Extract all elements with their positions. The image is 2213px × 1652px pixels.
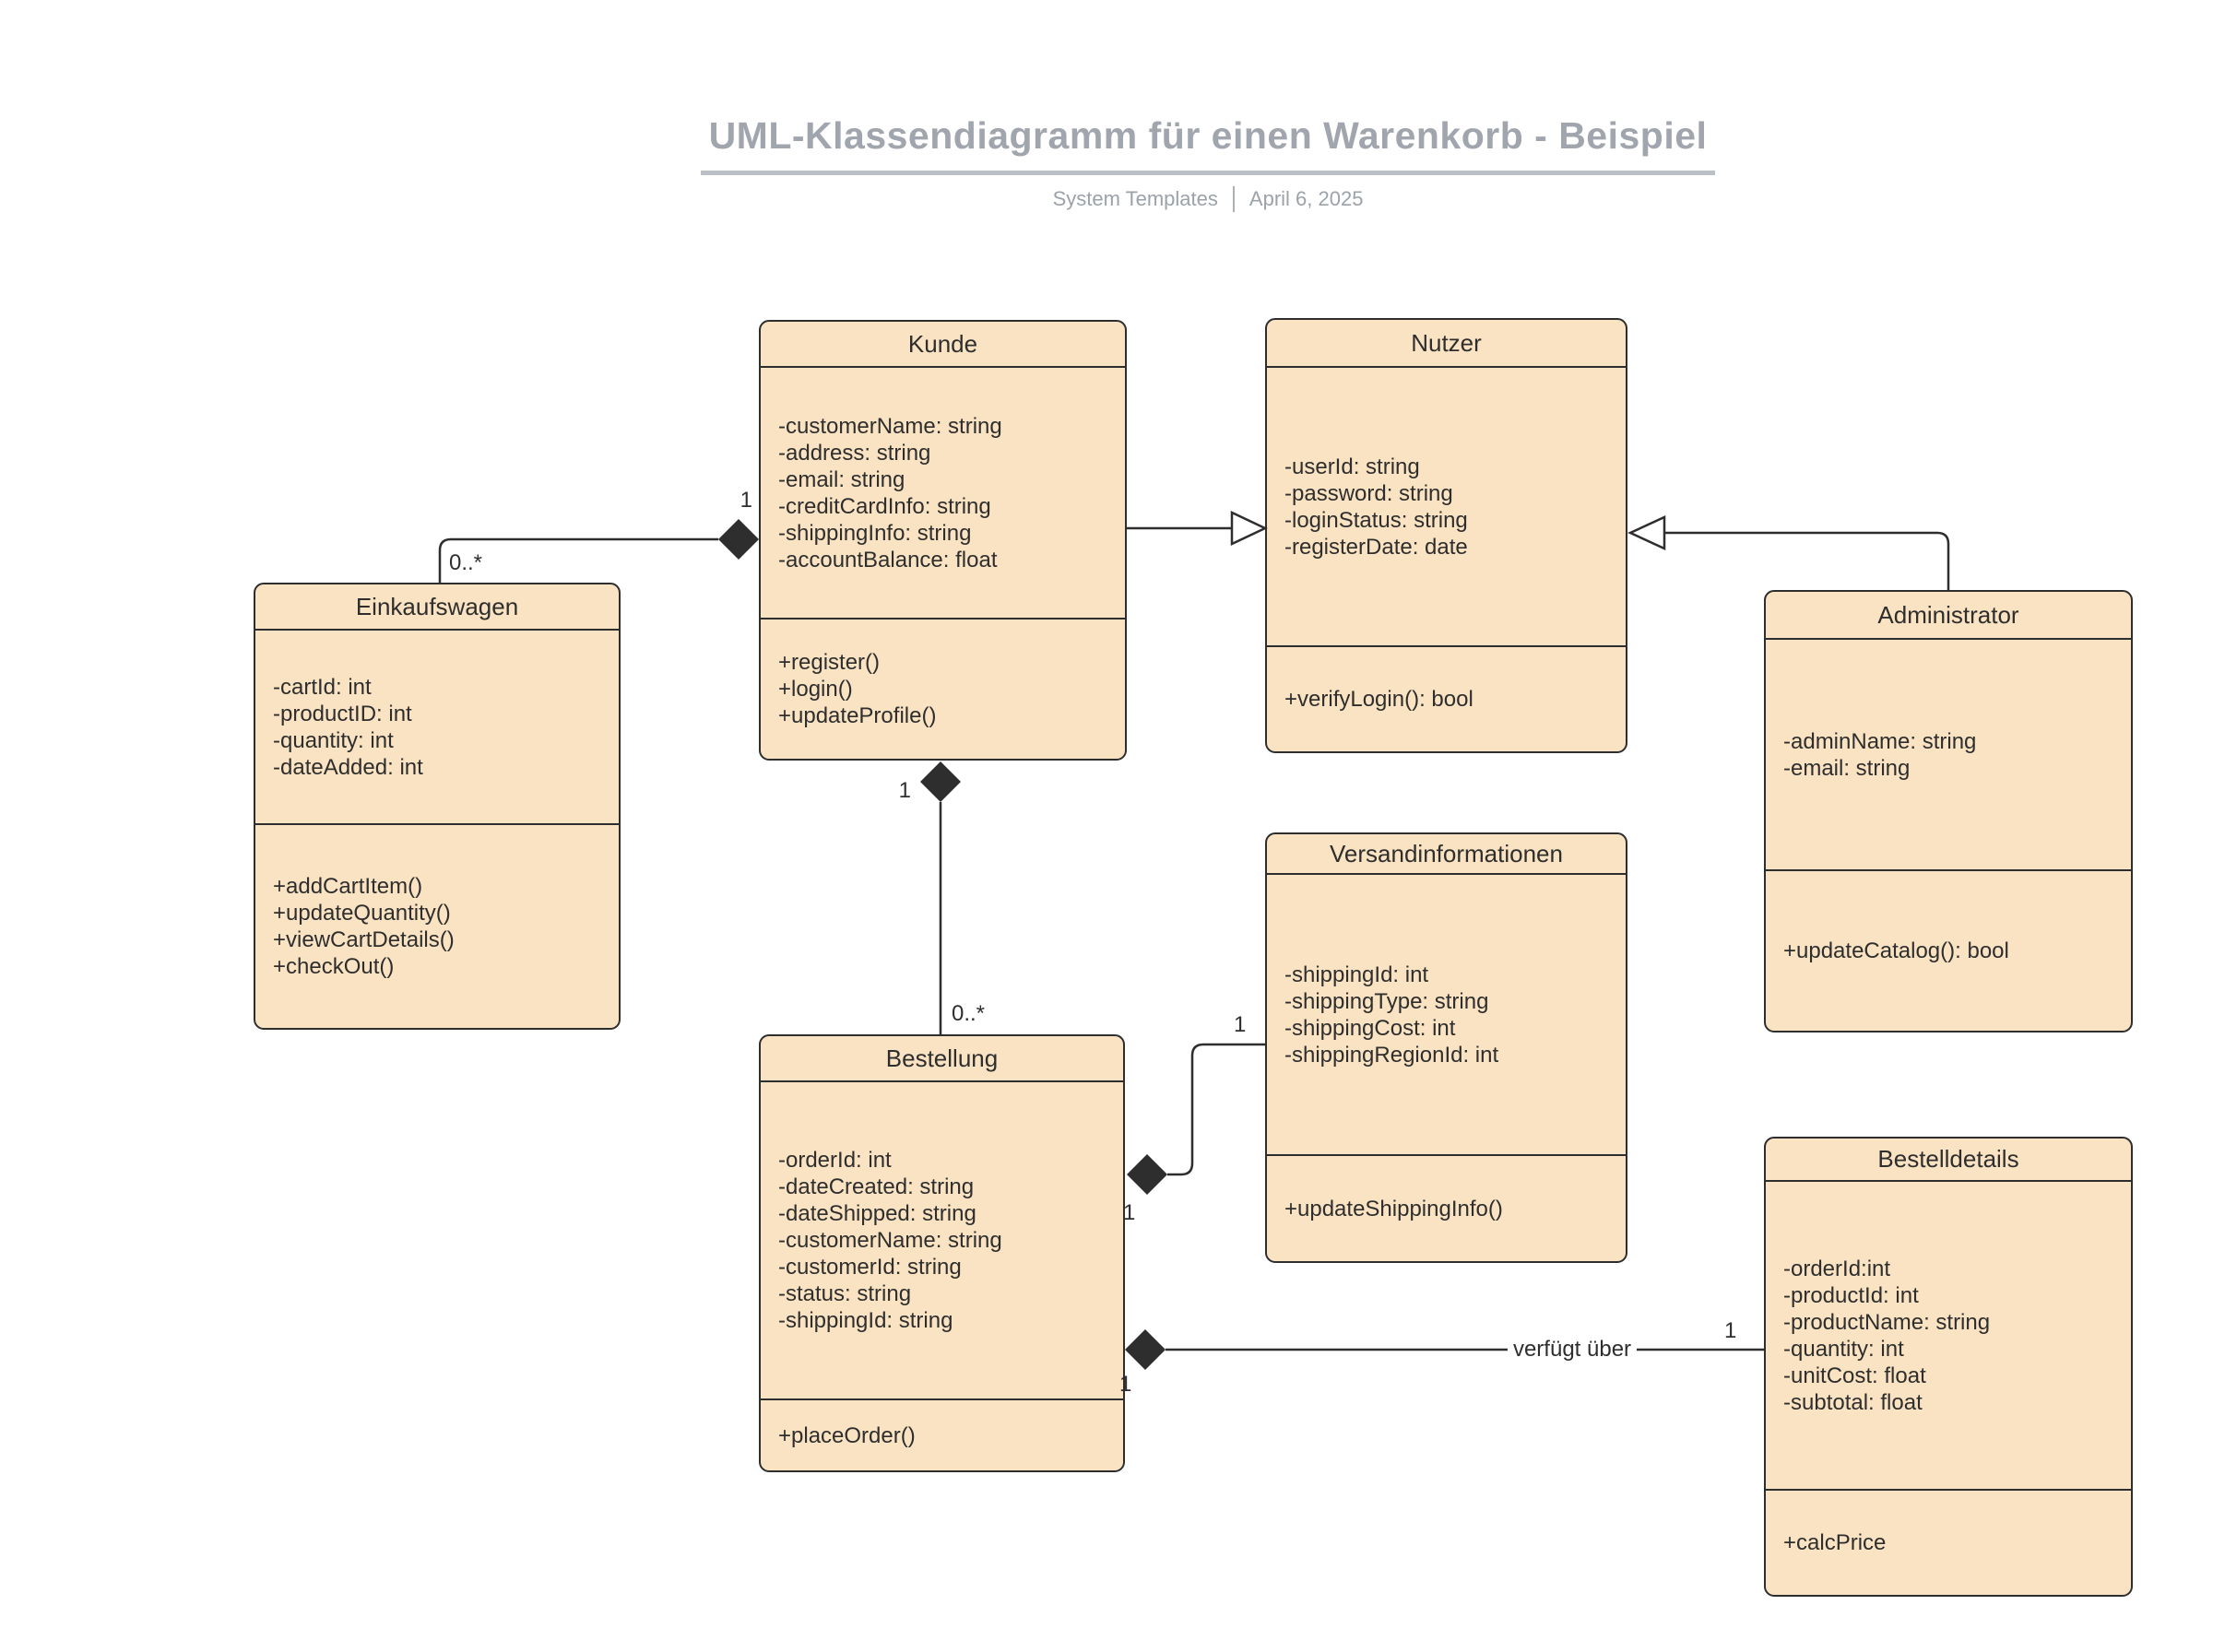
attribute-row: -dateShipped: string (778, 1201, 976, 1226)
multiplicity-label: 1 (1234, 1012, 1247, 1037)
class-attributes-versandinformationen: -shippingId: int-shippingType: string-sh… (1267, 875, 1626, 1156)
generalization-triangle-icon (1627, 515, 1666, 550)
class-title-nutzer: Nutzer (1267, 320, 1626, 368)
subtitle-date: April 6, 2025 (1249, 187, 1364, 210)
class-administrator[interactable]: Administrator-adminName: string-email: s… (1764, 590, 2133, 1032)
attribute-row: -accountBalance: float (778, 547, 998, 572)
method-row: +login() (778, 677, 853, 702)
attribute-row: -shippingRegionId: int (1284, 1042, 1499, 1068)
page-title: UML-Klassendiagramm für einen Warenkorb … (701, 114, 1715, 175)
method-row: +calcPrice (1783, 1530, 1887, 1555)
class-title-versandinformationen: Versandinformationen (1267, 834, 1626, 875)
multiplicity-label: 1 (1123, 1200, 1136, 1225)
edge-administrator-nutzer (1664, 531, 1950, 590)
class-title-bestelldetails: Bestelldetails (1766, 1139, 2131, 1182)
multiplicity-label: 1 (1119, 1372, 1132, 1397)
class-methods-einkaufswagen: +addCartItem()+updateQuantity()+viewCart… (255, 825, 619, 1028)
attribute-row: -customerName: string (778, 413, 1002, 439)
diagram-header: UML-Klassendiagramm für einen Warenkorb … (701, 114, 1715, 212)
class-bestelldetails[interactable]: Bestelldetails-orderId:int-productId: in… (1764, 1137, 2133, 1597)
class-methods-administrator: +updateCatalog(): bool (1766, 871, 2131, 1031)
method-row: +checkOut() (273, 954, 395, 979)
class-nutzer[interactable]: Nutzer-userId: string-password: string-l… (1265, 318, 1627, 753)
attribute-row: -productId: int (1783, 1282, 1919, 1308)
class-title-bestellung: Bestellung (761, 1036, 1123, 1082)
multiplicity-label: 1 (898, 778, 911, 803)
attribute-row: -registerDate: date (1284, 534, 1468, 560)
composition-diamond-icon (920, 761, 961, 802)
class-methods-versandinformationen: +updateShippingInfo() (1267, 1156, 1626, 1261)
method-row: +updateProfile() (778, 703, 937, 728)
attribute-row: -customerName: string (778, 1228, 1002, 1253)
attribute-row: -customerId: string (778, 1255, 962, 1280)
attribute-row: -status: string (778, 1281, 912, 1306)
attribute-row: -orderId: int (778, 1148, 892, 1173)
attribute-row: -productName: string (1783, 1309, 1991, 1335)
method-row: +verifyLogin(): bool (1284, 687, 1473, 712)
attribute-row: -shippingType: string (1284, 988, 1489, 1014)
attribute-row: -email: string (778, 466, 905, 492)
attribute-row: -shippingInfo: string (778, 520, 972, 546)
class-methods-nutzer: +verifyLogin(): bool (1267, 647, 1626, 751)
multiplicity-label: 1 (1724, 1318, 1737, 1343)
class-versandinformationen[interactable]: Versandinformationen-shippingId: int-shi… (1265, 832, 1627, 1263)
association-label: verfügt über (1507, 1335, 1638, 1364)
composition-diamond-icon (1127, 1154, 1167, 1195)
class-attributes-kunde: -customerName: string-address: string-em… (761, 368, 1125, 620)
class-attributes-nutzer: -userId: string-password: string-loginSt… (1267, 368, 1626, 647)
multiplicity-label: 1 (740, 488, 752, 513)
class-bestellung[interactable]: Bestellung-orderId: int-dateCreated: str… (759, 1034, 1125, 1472)
class-title-einkaufswagen: Einkaufswagen (255, 584, 619, 631)
method-row: +addCartItem() (273, 874, 423, 899)
composition-diamond-icon (718, 519, 759, 560)
attribute-row: -quantity: int (273, 727, 394, 753)
attribute-row: -password: string (1284, 480, 1453, 506)
composition-diamond-icon (1125, 1329, 1166, 1370)
attribute-row: -userId: string (1284, 454, 1420, 479)
class-attributes-administrator: -adminName: string-email: string (1766, 640, 2131, 871)
class-einkaufswagen[interactable]: Einkaufswagen-cartId: int-productID: int… (254, 583, 621, 1030)
method-row: +updateQuantity() (273, 901, 451, 926)
attribute-row: -productID: int (273, 701, 412, 726)
class-attributes-bestelldetails: -orderId:int-productId: int-productName:… (1766, 1182, 2131, 1491)
attribute-row: -adminName: string (1783, 728, 1977, 754)
edge-bestellung-versandinformationen (1167, 1043, 1267, 1176)
attribute-row: -orderId:int (1783, 1256, 1891, 1281)
diagram-subtitle: System Templates April 6, 2025 (701, 186, 1715, 212)
method-row: +viewCartDetails() (273, 927, 455, 952)
attribute-row: -address: string (778, 440, 931, 466)
attribute-row: -shippingId: string (778, 1308, 953, 1333)
attribute-row: -email: string (1783, 755, 1911, 781)
attribute-row: -cartId: int (273, 674, 372, 700)
class-methods-bestelldetails: +calcPrice (1766, 1491, 2131, 1595)
subtitle-divider (1232, 186, 1235, 212)
class-attributes-bestellung: -orderId: int-dateCreated: string-dateSh… (761, 1082, 1123, 1400)
class-attributes-einkaufswagen: -cartId: int-productID: int-quantity: in… (255, 631, 619, 825)
method-row: +updateShippingInfo() (1284, 1196, 1503, 1221)
class-methods-bestellung: +placeOrder() (761, 1400, 1123, 1470)
multiplicity-label: 0..* (952, 1001, 986, 1026)
attribute-row: -dateAdded: int (273, 754, 423, 780)
method-row: +updateCatalog(): bool (1783, 938, 2009, 963)
method-row: +register() (778, 650, 881, 675)
class-title-administrator: Administrator (1766, 592, 2131, 640)
attribute-row: -shippingId: int (1284, 962, 1429, 987)
attribute-row: -dateCreated: string (778, 1174, 975, 1199)
attribute-row: -quantity: int (1783, 1336, 1904, 1362)
multiplicity-label: 0..* (449, 550, 483, 575)
attribute-row: -shippingCost: int (1284, 1015, 1456, 1041)
method-row: +placeOrder() (778, 1422, 916, 1448)
attribute-row: -loginStatus: string (1284, 507, 1468, 533)
class-kunde[interactable]: Kunde-customerName: string-address: stri… (759, 320, 1127, 761)
generalization-triangle-icon (1230, 511, 1268, 546)
class-title-kunde: Kunde (761, 322, 1125, 368)
subtitle-author: System Templates (1052, 187, 1218, 210)
class-methods-kunde: +register()+login()+updateProfile() (761, 620, 1125, 759)
attribute-row: -subtotal: float (1783, 1389, 1923, 1415)
attribute-row: -unitCost: float (1783, 1363, 1926, 1388)
attribute-row: -creditCardInfo: string (778, 493, 991, 519)
